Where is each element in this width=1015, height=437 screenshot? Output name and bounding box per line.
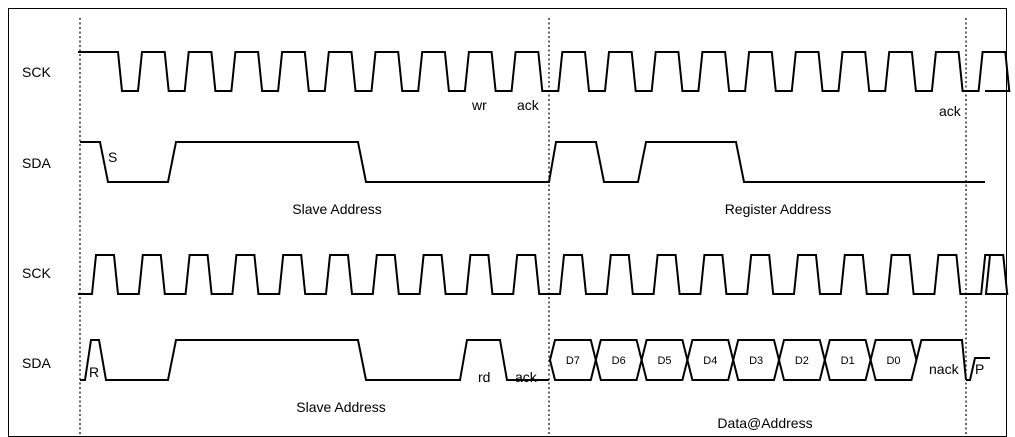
data-bit-label: D4 [703,355,717,367]
ack-label-1: ack [517,97,540,113]
diagram-frame [8,8,1007,437]
signal-label-sck-1: SCK [22,64,51,80]
sck-waveform-1 [78,51,1011,92]
stop-condition-label: P [975,361,984,377]
field-label-slave-address-1: Slave Address [292,201,382,217]
data-bit-label: D0 [886,355,900,367]
signal-label-sda-2: SDA [22,355,51,371]
field-label-register-address: Register Address [725,201,832,217]
restart-condition-label: R [89,364,99,380]
data-bit-label: D3 [749,355,763,367]
ack-label-3: ack [515,369,538,385]
data-bit-cells: D7 D6 D5 D4 D3 D2 D1 D0 [548,339,967,381]
signal-label-sda-1: SDA [22,155,51,171]
sck-waveform-2 [78,254,1009,295]
field-label-slave-address-2: Slave Address [296,399,386,415]
data-bit-label: D6 [612,355,626,367]
signal-label-sck-2: SCK [22,265,51,281]
ack-label-2: ack [939,103,962,119]
data-bus-tail [915,339,967,381]
field-label-data-at-address: Data@Address [717,415,812,431]
start-condition-label: S [108,149,117,165]
data-bit-label: D7 [566,355,580,367]
sda-waveform-2 [80,339,549,381]
data-bit-label: D1 [841,355,855,367]
write-bit-label: wr [471,97,487,113]
data-bit-label: D5 [657,355,671,367]
sda-stop-waveform [966,357,990,381]
read-bit-label: rd [478,369,490,385]
nack-label: nack [929,361,960,377]
sda-waveform-1 [80,141,985,183]
data-bit-label: D2 [795,355,809,367]
